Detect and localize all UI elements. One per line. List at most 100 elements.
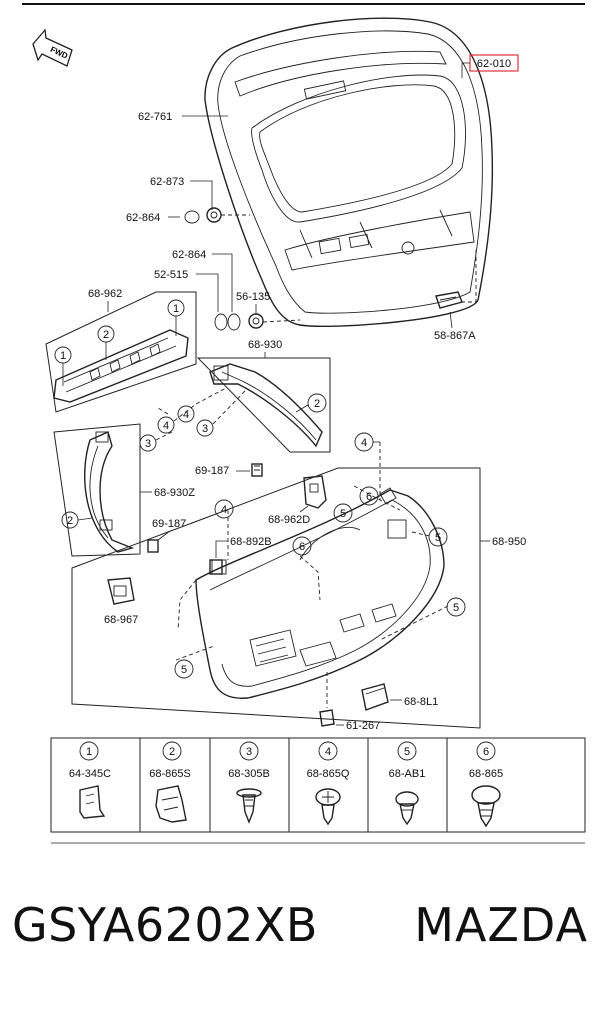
- screw-grommet-icon: [315, 788, 341, 826]
- callout-68-930: 68-930: [248, 339, 282, 351]
- svg-text:5: 5: [453, 602, 459, 614]
- marker: 3: [196, 419, 214, 437]
- svg-text:6: 6: [299, 541, 305, 553]
- callout-56-135: 56-135: [236, 291, 270, 303]
- svg-text:5: 5: [404, 746, 410, 758]
- marker: 2: [97, 325, 115, 343]
- group-box-68-950: [71, 467, 481, 729]
- spoiler-trim-68-930: [209, 363, 323, 448]
- clip-69-187: [251, 463, 263, 477]
- trim-panel-68-962: [53, 329, 189, 403]
- callout-68-950: 68-950: [492, 536, 526, 548]
- part-68-967: [107, 577, 135, 605]
- liftgate-lower-trim: [195, 487, 445, 699]
- svg-text:1: 1: [60, 350, 66, 362]
- svg-text:68-305B: 68-305B: [228, 768, 270, 780]
- group-box-68-930: [196, 357, 331, 453]
- svg-text:5: 5: [181, 664, 187, 676]
- legend-cell-6: 6 68-865: [469, 741, 503, 828]
- part-68-8L1: [361, 683, 389, 711]
- part-number: GSYA6202XB: [12, 898, 318, 952]
- callout-68-962D: 68-962D: [268, 514, 310, 526]
- svg-text:2: 2: [67, 515, 73, 527]
- callout-62-761: 62-761: [138, 111, 172, 123]
- svg-text:64-345C: 64-345C: [69, 768, 111, 780]
- callout-68-930Z: 68-930Z: [154, 487, 195, 499]
- svg-text:4: 4: [183, 409, 189, 421]
- marker: 4: [177, 405, 195, 423]
- marker: 5: [174, 659, 194, 679]
- callout-68-962: 68-962: [88, 288, 122, 300]
- svg-text:2: 2: [314, 398, 320, 410]
- marker: 3: [139, 434, 157, 452]
- svg-text:6: 6: [366, 491, 372, 503]
- rivet-clip-icon: [395, 791, 419, 826]
- trim-panel-68-930Z: [84, 431, 135, 553]
- fwd-arrow-icon: FWD: [32, 28, 73, 67]
- push-pin-icon: [236, 788, 262, 824]
- brand-name: MAZDA: [414, 898, 588, 952]
- legend-cell-3: 3 68-305B: [228, 741, 270, 824]
- svg-text:2: 2: [169, 746, 175, 758]
- callout-69-187-upper: 69-187: [195, 465, 229, 477]
- footer: GSYA6202XB MAZDA: [0, 898, 600, 978]
- liftgate-panel: [204, 17, 494, 327]
- marker: 4: [214, 499, 234, 519]
- marker: 5: [446, 597, 466, 617]
- svg-text:4: 4: [163, 420, 169, 432]
- marker: 4: [354, 432, 374, 452]
- svg-text:68-865Q: 68-865Q: [307, 768, 350, 780]
- clip-icon: [155, 785, 187, 823]
- marker: 4: [157, 416, 175, 434]
- legend-cell-1: 1 64-345C: [69, 741, 111, 819]
- callout-52-515: 52-515: [154, 269, 188, 281]
- callout-62-010: 62-010: [477, 58, 511, 70]
- marker: 2: [61, 511, 79, 529]
- marker: 6: [292, 536, 312, 556]
- group-box-68-930Z: [53, 423, 141, 557]
- svg-text:68-AB1: 68-AB1: [389, 768, 426, 780]
- svg-text:1: 1: [173, 303, 179, 315]
- svg-text:68-865: 68-865: [469, 768, 503, 780]
- svg-text:3: 3: [246, 746, 252, 758]
- callout-61-267: 61-267: [346, 720, 380, 732]
- callout-62-864-lower: 62-864: [172, 249, 206, 261]
- legend-cell-5: 5 68-AB1: [389, 741, 426, 826]
- svg-text:68-865S: 68-865S: [149, 768, 191, 780]
- bracket-68-962D: [303, 475, 327, 509]
- part-68-892B: [209, 559, 223, 575]
- svg-text:5: 5: [435, 532, 441, 544]
- callout-62-864-upper: 62-864: [126, 212, 160, 224]
- svg-text:3: 3: [202, 423, 208, 435]
- marker: 1: [54, 346, 72, 364]
- marker: 1: [167, 299, 185, 317]
- clip-69-187-lower: [147, 539, 159, 553]
- part-61-267: [319, 709, 335, 727]
- callout-69-187-lower: 69-187: [152, 518, 186, 530]
- svg-text:4: 4: [325, 746, 331, 758]
- callout-68-892B: 68-892B: [230, 536, 272, 548]
- callout-68-967: 68-967: [104, 614, 138, 626]
- marker: 2: [307, 393, 327, 413]
- legend-cell-4: 4 68-865Q: [307, 741, 350, 826]
- svg-text:6: 6: [483, 746, 489, 758]
- fastener-legend-table: [50, 737, 586, 833]
- group-box-68-962: [45, 291, 197, 413]
- svg-text:5: 5: [340, 508, 346, 520]
- svg-text:4: 4: [361, 437, 367, 449]
- svg-text:2: 2: [103, 329, 109, 341]
- clip-icon: [79, 785, 106, 819]
- marker: 5: [333, 503, 353, 523]
- bumper-part: [206, 207, 222, 223]
- stopper-part: [248, 313, 264, 329]
- grommet-part: [184, 210, 200, 224]
- marker: 6: [359, 486, 379, 506]
- trim-clip-icon: [471, 785, 501, 828]
- legend-cell-2: 2 68-865S: [149, 741, 191, 823]
- callout-62-873: 62-873: [150, 176, 184, 188]
- callout-58-867A: 58-867A: [434, 330, 476, 342]
- marker: 5: [428, 527, 448, 547]
- svg-text:3: 3: [145, 438, 151, 450]
- svg-text:1: 1: [86, 746, 92, 758]
